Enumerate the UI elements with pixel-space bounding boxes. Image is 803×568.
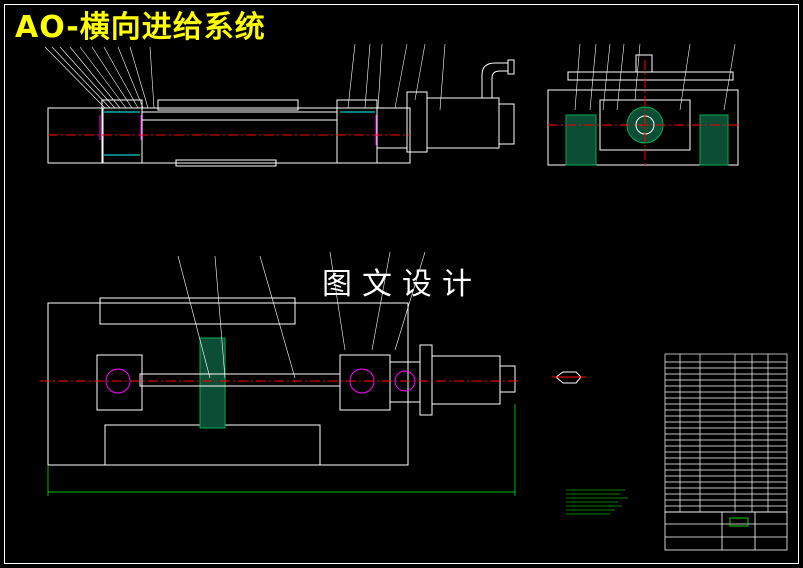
technical-notes [566,489,628,515]
drawing-title: AO-横向进给系统 [15,10,266,45]
front-elevation-view [44,43,515,167]
title-block [664,511,788,551]
plan-view [40,251,520,496]
drawing-frame [4,4,799,564]
watermark-text: 图文设计 [322,267,482,302]
small-detail-view [552,371,586,384]
parts-list-table [664,353,788,513]
side-section-view [547,43,739,166]
